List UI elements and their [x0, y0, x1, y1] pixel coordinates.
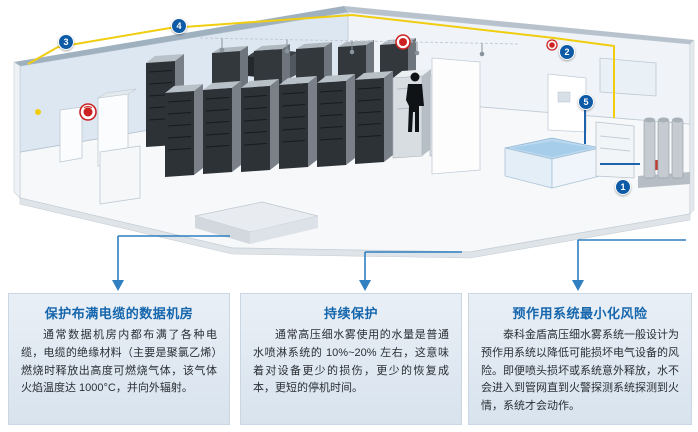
- person-figure: [406, 72, 424, 132]
- wall-cabinets: [59, 88, 141, 205]
- badge-3: 3: [58, 34, 74, 50]
- front-platform: [194, 201, 319, 244]
- panel-title: 预作用系统最小化风险: [512, 306, 648, 321]
- gas-cylinders: [638, 117, 690, 188]
- badge-1: 1: [615, 179, 631, 195]
- flow-arrow-middle: [359, 251, 462, 291]
- panel-title: 持续保护: [323, 306, 378, 321]
- info-panel-continuous-protection: 持续保护 通常高压细水雾使用的水量是普通水喷淋系统的 10%~20% 左右，这意…: [240, 293, 462, 425]
- info-panel-cable-room: 保护布满电缆的数据机房 通常数据机房内都布满了各种电缆，电缆的绝缘材料（主要是聚…: [8, 293, 230, 425]
- alarm-icon-left: [79, 103, 97, 121]
- sprinkler-icon: [349, 49, 355, 55]
- badge-5: 5: [578, 94, 594, 110]
- panel-body: 通常数据机房内都布满了各种电缆，电缆的绝缘材料（主要是聚氯乙烯）燃烧时释放出高度…: [21, 329, 217, 395]
- info-panel-preaction-system: 预作用系统最小化风险 泰科金盾高压细水雾系统一般设计为预作用系统以降低可能损坏电…: [468, 293, 692, 425]
- water-basin: [504, 137, 601, 189]
- badge-2: 2: [559, 44, 575, 60]
- partition-wall: [431, 57, 481, 175]
- flow-arrow-right: [572, 239, 686, 291]
- badge-4: 4: [171, 18, 187, 34]
- panel-title: 保护布满电缆的数据机房: [44, 306, 194, 321]
- sprinkler-icon: [414, 50, 420, 56]
- panel-body: 泰科金盾高压细水雾系统一般设计为预作用系统以降低可能损坏电气设备的风险。即便喷头…: [481, 329, 679, 413]
- flow-arrow-left: [112, 235, 230, 291]
- sprinkler-icon: [479, 51, 485, 57]
- alarm-icon-ceiling: [395, 34, 411, 50]
- alarm-icon-right: [546, 39, 558, 51]
- sprinkler-icon: [219, 47, 225, 53]
- cable-line: [27, 14, 615, 118]
- sprinkler-line: [199, 37, 521, 57]
- sprinkler-icon: [284, 48, 290, 54]
- panel-body: 通常高压细水雾使用的水量是普通水喷淋系统的 10%~20% 左右，这意味着对设备…: [253, 329, 449, 395]
- water-pipe: [584, 108, 640, 165]
